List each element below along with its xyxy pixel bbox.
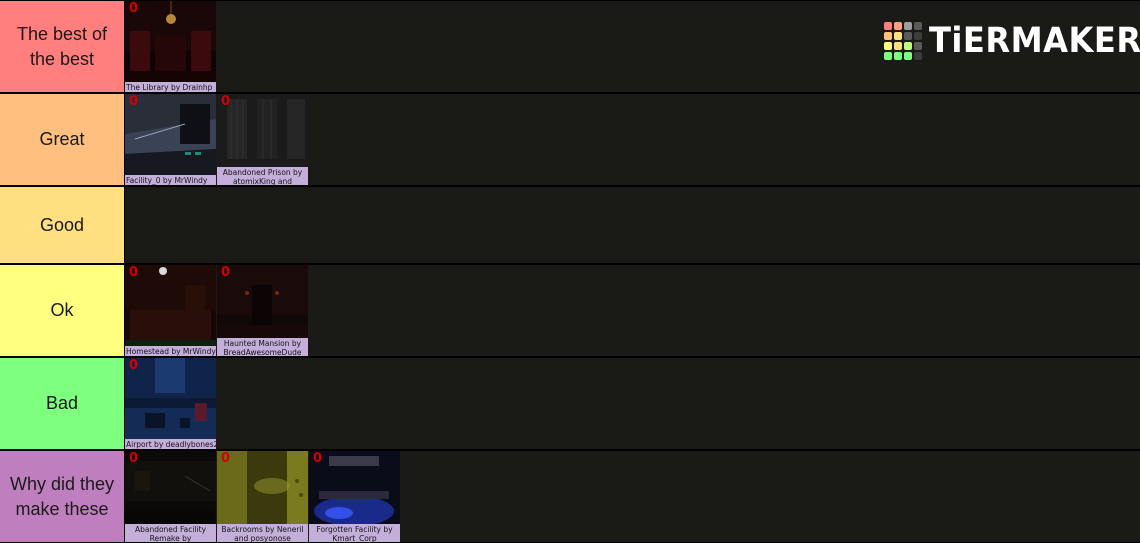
item-badge: 0 (221, 265, 231, 280)
logo-grid-cell (894, 52, 902, 60)
item-badge: 0 (221, 451, 231, 466)
logo-grid-cell (884, 42, 892, 50)
item-badge: 0 (129, 94, 139, 109)
tier-row: Good (0, 187, 1140, 263)
item-caption: Facility_0 by MrWindy (125, 175, 216, 185)
item-caption: Abandoned Facility Remake by Daniel_H407 (125, 524, 216, 542)
item-caption: Haunted Mansion by BreadAwesomeDude (217, 338, 308, 356)
item-badge: 0 (129, 1, 139, 16)
logo-grid-cell (904, 32, 912, 40)
logo-grid-cell (914, 32, 922, 40)
item-badge: 0 (221, 94, 231, 109)
item-thumbnail (125, 358, 216, 449)
item-caption: Forgotten Facility by Kmart_Corp (309, 524, 400, 542)
tier-label[interactable]: Ok (0, 265, 124, 356)
logo-grid-cell (884, 22, 892, 30)
item-caption: The Library by Drainhp (125, 82, 216, 92)
logo-grid-cell (884, 52, 892, 60)
item-badge: 0 (313, 451, 323, 466)
tier-label[interactable]: Great (0, 94, 124, 185)
tiermaker-logo[interactable]: TiERMAKER (884, 20, 1140, 62)
item-caption: Backrooms by Neneril and posyonose (217, 524, 308, 542)
item-caption: Abandoned Prison by atomixKing and Duck_… (217, 167, 308, 185)
logo-grid-cell (904, 52, 912, 60)
tier-label[interactable]: Good (0, 187, 124, 263)
tier-label[interactable]: Bad (0, 358, 124, 449)
logo-grid-cell (904, 42, 912, 50)
tier-items[interactable] (125, 187, 1140, 263)
tier-label[interactable]: The best of the best (0, 1, 124, 92)
logo-text: TiERMAKER (929, 21, 1140, 61)
logo-grid-cell (894, 42, 902, 50)
logo-grid-cell (914, 42, 922, 50)
item-thumbnail (125, 265, 216, 356)
logo-grid-cell (904, 22, 912, 30)
logo-grid-cell (894, 32, 902, 40)
item-thumbnail (125, 94, 216, 185)
logo-grid-cell (914, 52, 922, 60)
logo-grid-icon (884, 22, 922, 60)
logo-grid-cell (884, 32, 892, 40)
item-caption: Airport by deadlybones21 (125, 439, 216, 449)
item-badge: 0 (129, 358, 139, 373)
item-thumbnail (125, 1, 216, 92)
tier-label[interactable]: Why did they make these (0, 451, 124, 542)
logo-grid-cell (894, 22, 902, 30)
item-badge: 0 (129, 451, 139, 466)
item-badge: 0 (129, 265, 139, 280)
logo-grid-cell (914, 22, 922, 30)
item-caption: Homestead by MrWindy (125, 346, 216, 356)
